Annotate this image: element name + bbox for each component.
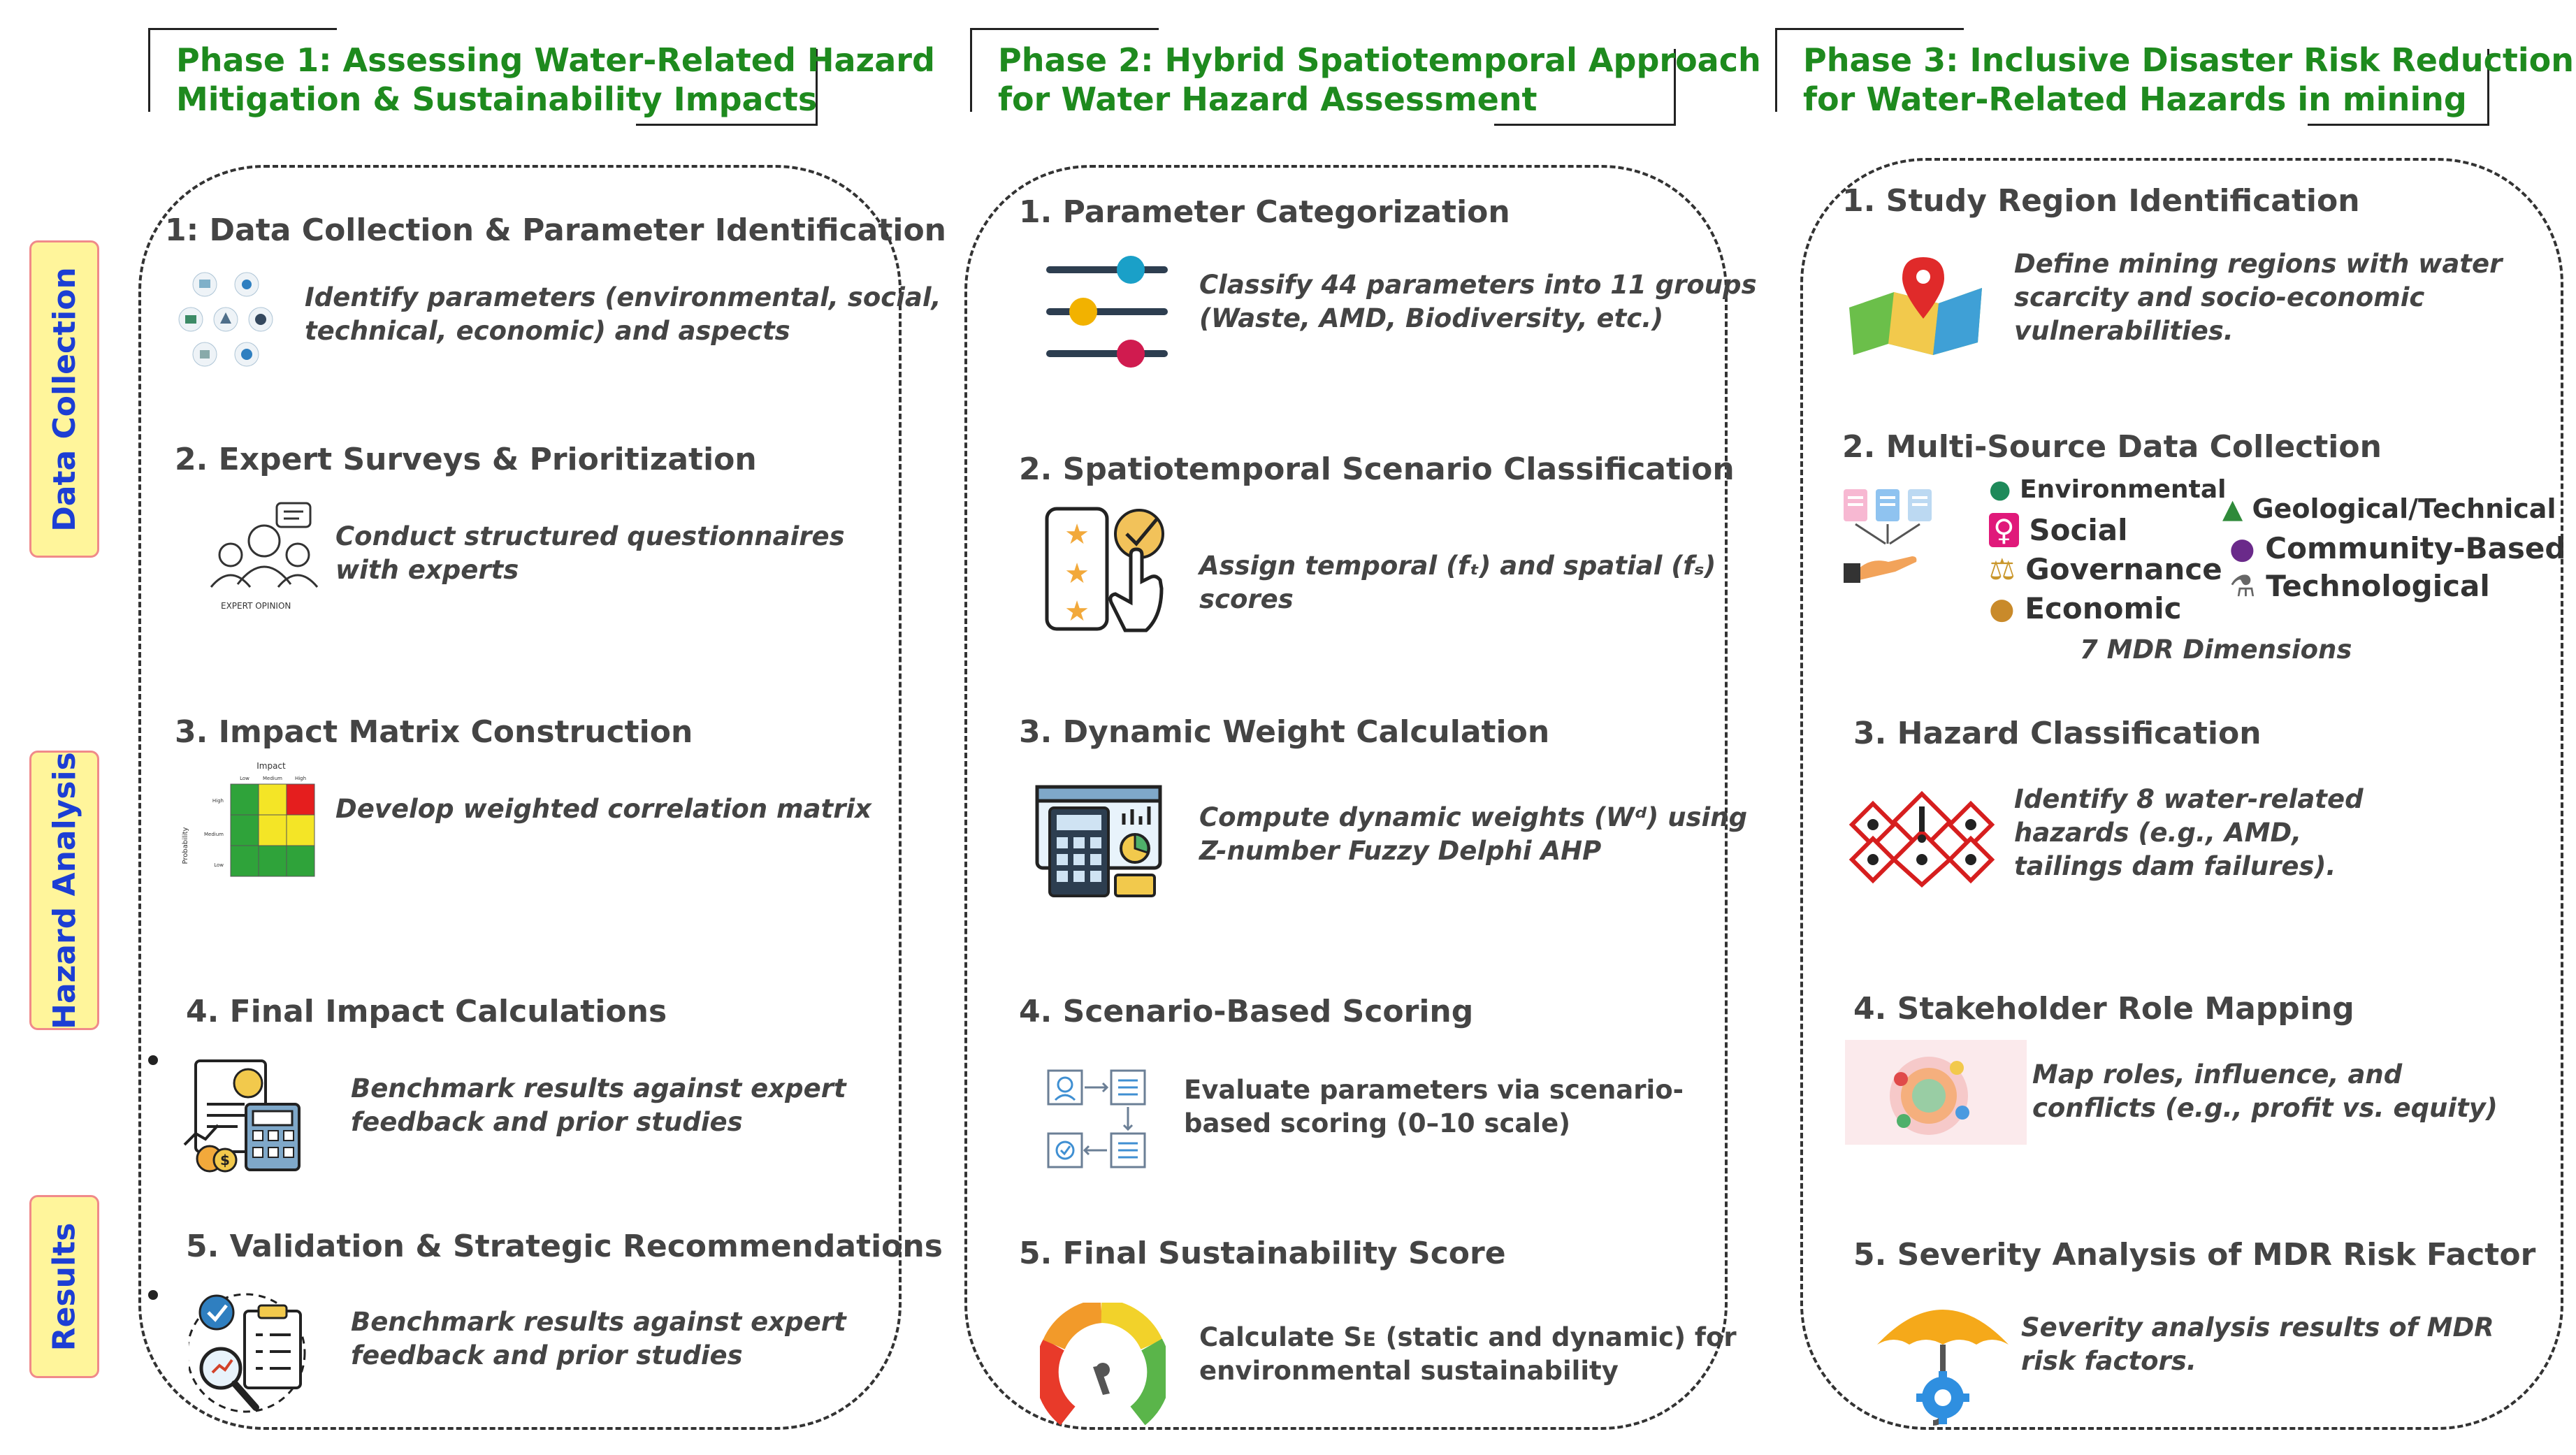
bullet-dot xyxy=(148,1055,158,1065)
side-label-data-collection: Data Collection xyxy=(29,240,99,558)
matrix-row-medium: Medium xyxy=(204,832,224,837)
p2-step1-desc: Classify 44 parameters into 11 groups(Wa… xyxy=(1199,270,1757,333)
bullet-dot xyxy=(148,1290,158,1300)
p1-step3-title: 3. Impact Matrix Construction xyxy=(175,714,693,750)
female-symbol-icon: ♀ xyxy=(1989,513,2019,547)
umbrella-gear-icon xyxy=(1877,1310,2009,1426)
globe-icon: ● xyxy=(1989,475,2011,504)
p2-step4-title: 4. Scenario-Based Scoring xyxy=(1019,994,1474,1029)
dim-community-based: ● Community-Based xyxy=(2229,531,2566,565)
dim-environmental: ● Environmental xyxy=(1989,475,2227,504)
stakeholder-map-icon xyxy=(1845,1040,2027,1145)
gauge-icon xyxy=(1040,1303,1166,1426)
expert-opinion-icon xyxy=(210,502,319,588)
hazard-diamonds-icon xyxy=(1848,790,1995,888)
matrix-col-low: Low xyxy=(240,776,249,781)
phase-3-column xyxy=(1800,158,2563,1430)
p2-step1-title: 1. Parameter Categorization xyxy=(1019,194,1510,230)
svg-text:★: ★ xyxy=(1064,558,1090,590)
validation-clipboard-icon xyxy=(189,1293,306,1413)
p3-step1-title: 1. Study Region Identification xyxy=(1842,183,2360,219)
p1-step1-desc: Identify parameters (environmental, soci… xyxy=(305,282,941,346)
svg-text:★: ★ xyxy=(1064,519,1090,551)
multi-source-data-icon xyxy=(1844,489,1932,583)
community-icon: ● xyxy=(2229,531,2255,565)
matrix-header-label: Impact xyxy=(256,762,286,771)
p1-step4-title: 4. Final Impact Calculations xyxy=(186,994,667,1029)
p2-step5-title: 5. Final Sustainability Score xyxy=(1019,1236,1506,1271)
side-label-hazard-analysis: Hazard Analysis xyxy=(29,751,99,1030)
p2-step4-desc: Evaluate parameters via scenario-based s… xyxy=(1184,1075,1684,1138)
phase-1-column xyxy=(138,165,902,1430)
dim-governance: ⚖ Governance xyxy=(1989,552,2222,586)
parameter-icons-cluster xyxy=(178,272,273,367)
matrix-col-high: High xyxy=(295,776,306,781)
dim-economic: ● Economic xyxy=(1989,591,2182,625)
microscope-icon: ⚗ xyxy=(2229,569,2256,603)
p1-step1-title: 1: Data Collection & Parameter Identific… xyxy=(165,212,947,248)
scenario-flow-icon xyxy=(1047,1069,1146,1168)
rating-select-icon: ★ ★ ★ xyxy=(1045,507,1164,632)
phase-3-header: Phase 3: Inclusive Disaster Risk Reducti… xyxy=(1775,0,2574,126)
p1-step5-title: 5. Validation & Strategic Recommendation… xyxy=(186,1229,943,1264)
p2-step2-desc: Assign temporal (fₜ) and spatial (fₛ)sco… xyxy=(1199,551,1716,614)
matrix-row-low: Low xyxy=(214,862,224,868)
p2-step3-title: 3. Dynamic Weight Calculation xyxy=(1019,714,1550,750)
p2-step2-title: 2. Spatiotemporal Scenario Classificatio… xyxy=(1019,451,1735,487)
money-bag-icon: ● xyxy=(1989,591,2015,625)
expert-opinion-caption: EXPERT OPINION xyxy=(221,601,291,611)
phase-2-column xyxy=(964,165,1728,1430)
calculator-dashboard-icon xyxy=(1035,785,1162,897)
p1-step3-desc: Develop weighted correlation matrix xyxy=(335,794,872,824)
p3-step5-title: 5. Severity Analysis of MDR Risk Factor xyxy=(1853,1237,2536,1273)
scales-icon: ⚖ xyxy=(1989,552,2016,586)
mdr-dimensions-caption: 7 MDR Dimensions xyxy=(2080,635,2352,665)
p3-step2-title: 2. Multi-Source Data Collection xyxy=(1842,429,2382,465)
matrix-row-high: High xyxy=(212,798,224,804)
matrix-col-medium: Medium xyxy=(263,776,282,781)
impact-matrix-icon: Impact Probability Low Medium High High … xyxy=(182,762,315,877)
dim-technological: ⚗ Technological xyxy=(2229,569,2490,603)
dim-social: ♀ Social xyxy=(1989,513,2128,547)
side-label-results: Results xyxy=(29,1195,99,1378)
p3-step4-title: 4. Stakeholder Role Mapping xyxy=(1853,991,2354,1027)
calculation-report-icon: $ xyxy=(183,1059,301,1173)
matrix-axis-label: Probability xyxy=(182,827,189,864)
phase-3-title: Phase 3: Inclusive Disaster Risk Reducti… xyxy=(1803,41,2574,118)
dim-geological-technical: ▲ Geological/Technical xyxy=(2222,493,2556,524)
sliders-icon xyxy=(1046,256,1168,368)
mountain-icon: ▲ xyxy=(2222,493,2243,524)
svg-text:$: $ xyxy=(220,1152,230,1168)
p3-step3-title: 3. Hazard Classification xyxy=(1853,716,2262,751)
p1-step2-title: 2. Expert Surveys & Prioritization xyxy=(175,442,757,477)
map-location-icon xyxy=(1849,257,1982,355)
svg-text:★: ★ xyxy=(1064,595,1090,628)
